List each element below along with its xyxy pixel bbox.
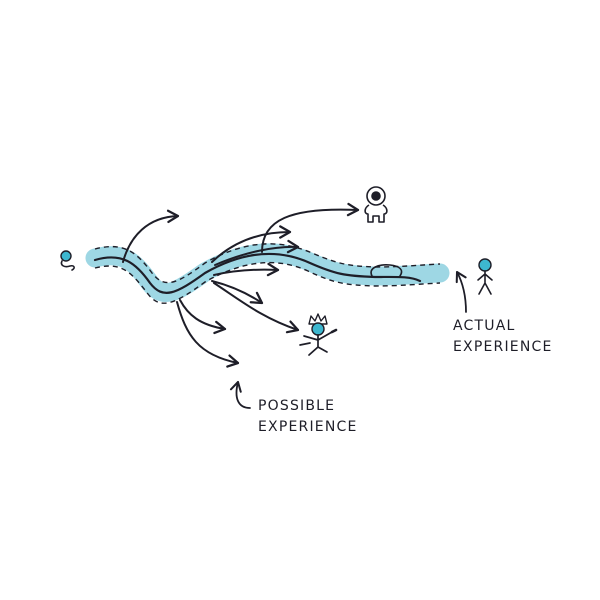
river-band [85, 243, 450, 302]
actual-label-line1: ACTUAL [453, 318, 515, 334]
possible-label-line2: EXPERIENCE [258, 419, 358, 435]
actual-label-line2: EXPERIENCE [453, 339, 553, 355]
branch-arrow [213, 262, 280, 277]
branch-arrow [211, 225, 292, 263]
possible-label-line1: POSSIBLE [258, 398, 335, 414]
possible-pointer-arrow [229, 380, 251, 409]
astronaut-icon [364, 186, 388, 223]
branch-arrow [213, 282, 300, 334]
branch-arrow [261, 202, 360, 253]
king-icon [299, 313, 338, 356]
river-side-loop [370, 264, 403, 277]
stick-person-icon [477, 258, 493, 295]
branch-arrow [214, 239, 300, 266]
possible-branches [122, 202, 360, 368]
branch-arrow [179, 299, 227, 335]
actual-pointer-arrow [455, 270, 467, 313]
river-upper-dash [94, 243, 441, 284]
branch-arrow [211, 280, 264, 305]
branch-arrow [122, 209, 180, 263]
actual-path-line [93, 252, 422, 294]
baby-icon [60, 250, 75, 271]
branch-arrow [176, 301, 240, 368]
experience-river [85, 243, 450, 304]
